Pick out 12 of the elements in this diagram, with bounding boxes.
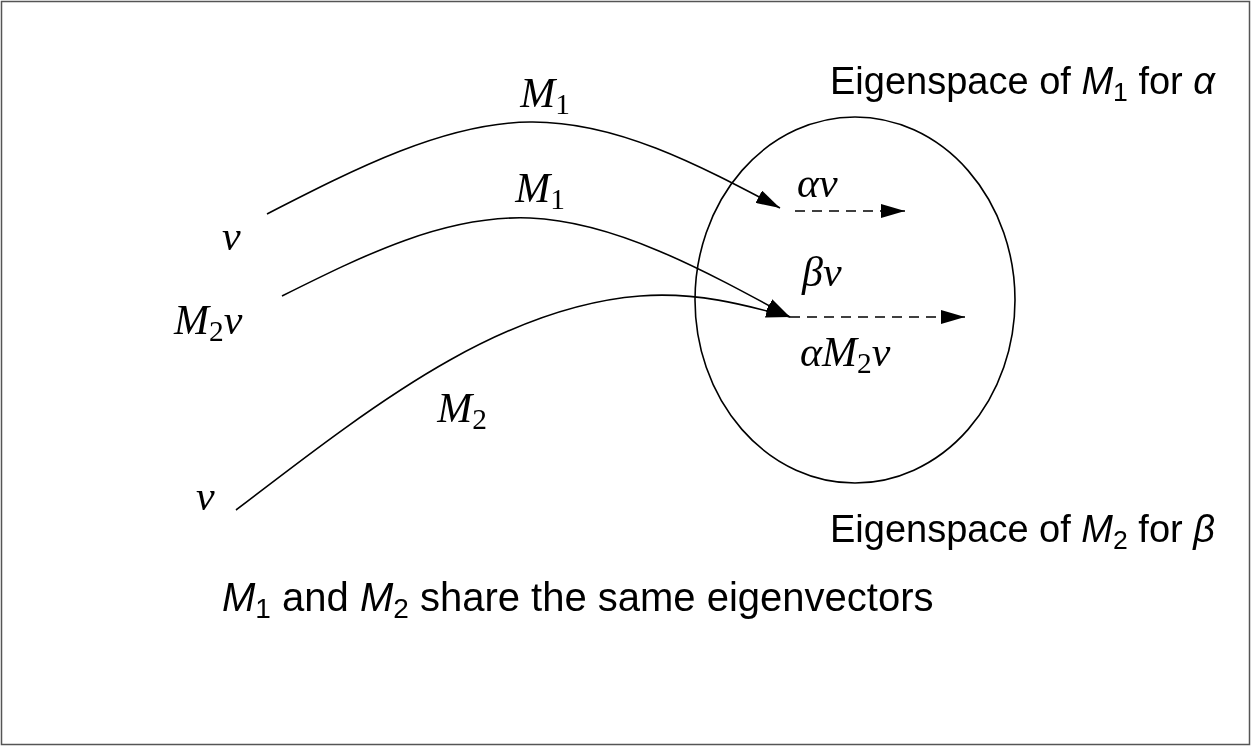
eigenspace-heading: Eigenspace of M$_{1}$ for α [830, 62, 1215, 102]
vector-label: M$_{2}$v [174, 298, 243, 343]
curved-arrow [235, 294, 791, 511]
vector-label: βv [802, 250, 842, 295]
vector-label: v [196, 474, 215, 519]
vector-label: αM$_{2}$v [800, 330, 891, 375]
vector-label: αv [797, 161, 838, 206]
statement-text: M$_{1}$ and M$_{2}$ share the same eigenvectors [222, 576, 934, 618]
eigenspace-heading: Eigenspace of M$_{2}$ for β [829, 510, 1215, 550]
vector-label: v [222, 214, 241, 259]
curved-arrow [266, 121, 781, 215]
curved-arrow [281, 217, 791, 318]
